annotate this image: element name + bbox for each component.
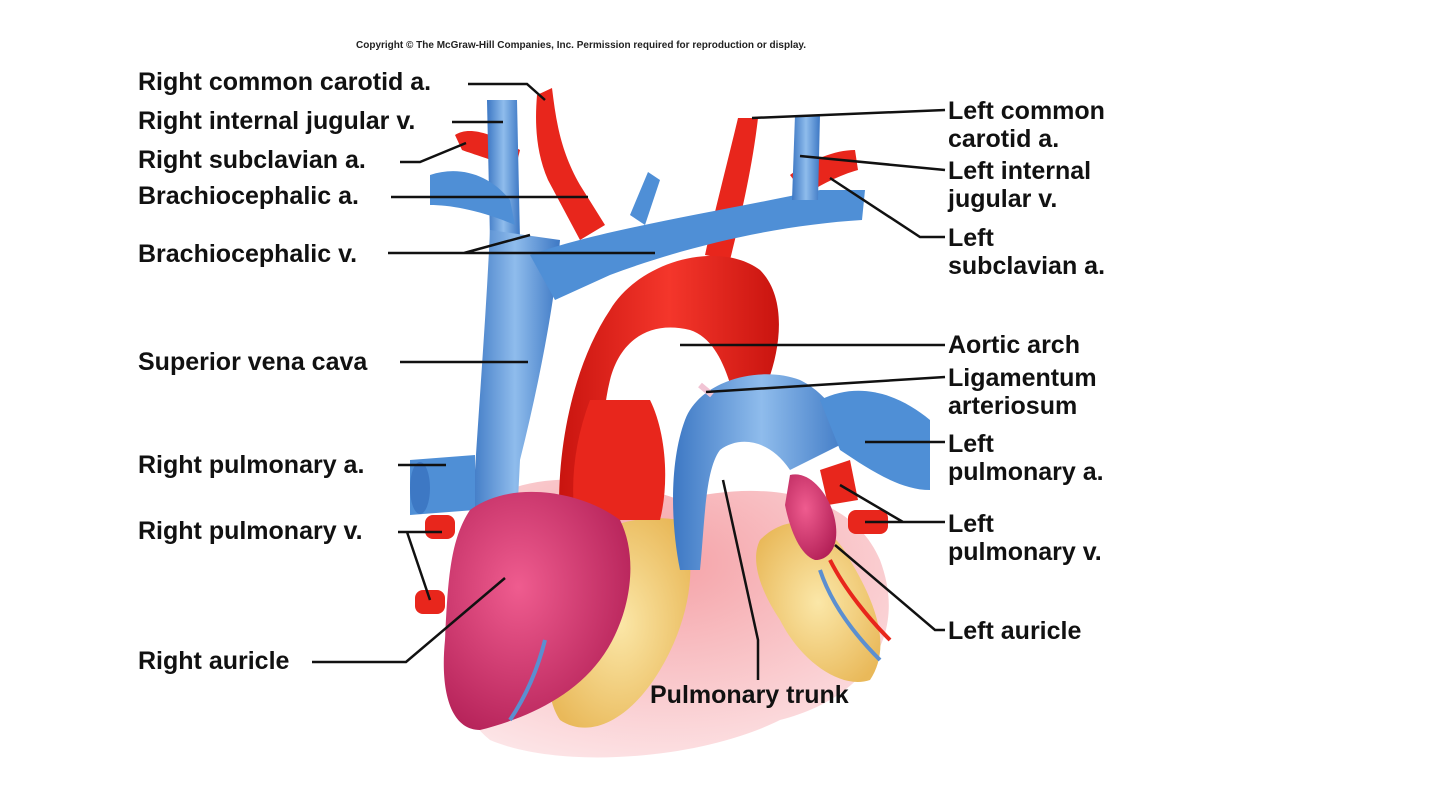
right-pulmonary-artery-opening [410, 462, 430, 514]
fat-deposit [756, 522, 881, 682]
leader-left-internal-jugular [799, 154, 946, 172]
leader-pulmonary-trunk [721, 479, 760, 680]
label-left-internal-jugular: Left internal jugular v. [948, 157, 1091, 213]
left-pulmonary-artery [820, 390, 930, 490]
pulmonary-trunk [673, 374, 850, 570]
right-pulmonary-vein [415, 590, 445, 614]
leader-right-auricle [312, 577, 506, 664]
label-line: pulmonary v. [948, 538, 1102, 566]
label-right-subclavian: Right subclavian a. [138, 146, 366, 174]
label-right-pulmonary-v: Right pulmonary v. [138, 517, 363, 545]
leader-right-pulmonary-v [398, 530, 442, 601]
label-pulmonary-trunk: Pulmonary trunk [650, 681, 849, 709]
label-right-internal-jugular: Right internal jugular v. [138, 107, 416, 135]
right-common-carotid-artery [536, 88, 605, 240]
leader-ligamentum [705, 375, 946, 394]
leader-right-subclavian [400, 141, 467, 164]
leader-right-common-carotid [468, 82, 546, 101]
left-auricle [785, 474, 837, 560]
right-pulmonary-vein [425, 515, 455, 539]
coronary-vessel [828, 559, 892, 642]
ascending-aorta [573, 400, 666, 520]
leader-left-common-carotid [751, 108, 946, 120]
label-line: Left [948, 430, 994, 458]
left-pulmonary-vein [820, 460, 858, 505]
label-line: Ligamentum [948, 364, 1097, 392]
label-left-pulmonary-v: Left pulmonary v. [948, 510, 1102, 566]
leader-left-auricle [834, 544, 945, 632]
left-brachiocephalic-vein [530, 190, 865, 300]
label-left-common-carotid: Left common carotid a. [948, 97, 1105, 153]
label-left-auricle: Left auricle [948, 617, 1082, 645]
label-right-pulmonary-a: Right pulmonary a. [138, 451, 365, 479]
leader-left-pulmonary-v [839, 483, 945, 524]
label-right-common-carotid: Right common carotid a. [138, 68, 432, 96]
label-line: jugular v. [948, 185, 1058, 213]
copyright-notice: Copyright © The McGraw-Hill Companies, I… [356, 40, 807, 51]
leader-left-subclavian [829, 176, 945, 239]
label-right-auricle: Right auricle [138, 647, 290, 675]
label-line: Left common [948, 97, 1105, 125]
label-left-pulmonary-a: Left pulmonary a. [948, 430, 1104, 486]
label-line: Left [948, 224, 994, 252]
leader-brachiocephalic-v [388, 233, 655, 255]
label-ligamentum-arteriosum: Ligamentum arteriosum [948, 364, 1097, 420]
aortic-arch [559, 255, 779, 530]
right-auricle [443, 491, 631, 730]
label-aortic-arch: Aortic arch [948, 331, 1080, 359]
label-superior-vena-cava: Superior vena cava [138, 348, 368, 376]
label-brachiocephalic-a: Brachiocephalic a. [138, 182, 359, 210]
label-line: pulmonary a. [948, 458, 1104, 486]
superior-vena-cava [470, 230, 560, 560]
label-line: Left internal [948, 157, 1092, 185]
thyroid-vein [630, 172, 660, 225]
label-line: carotid a. [948, 125, 1060, 153]
label-line: Left [948, 510, 994, 538]
label-line: arteriosum [948, 392, 1078, 420]
label-brachiocephalic-v: Brachiocephalic v. [138, 240, 358, 268]
coronary-vessel [818, 569, 882, 662]
leader-lines [312, 82, 946, 680]
label-left-subclavian: Left subclavian a. [948, 224, 1105, 280]
label-line: subclavian a. [948, 252, 1106, 280]
ligamentum-arteriosum [698, 382, 714, 398]
coronary-vessel [508, 639, 547, 722]
